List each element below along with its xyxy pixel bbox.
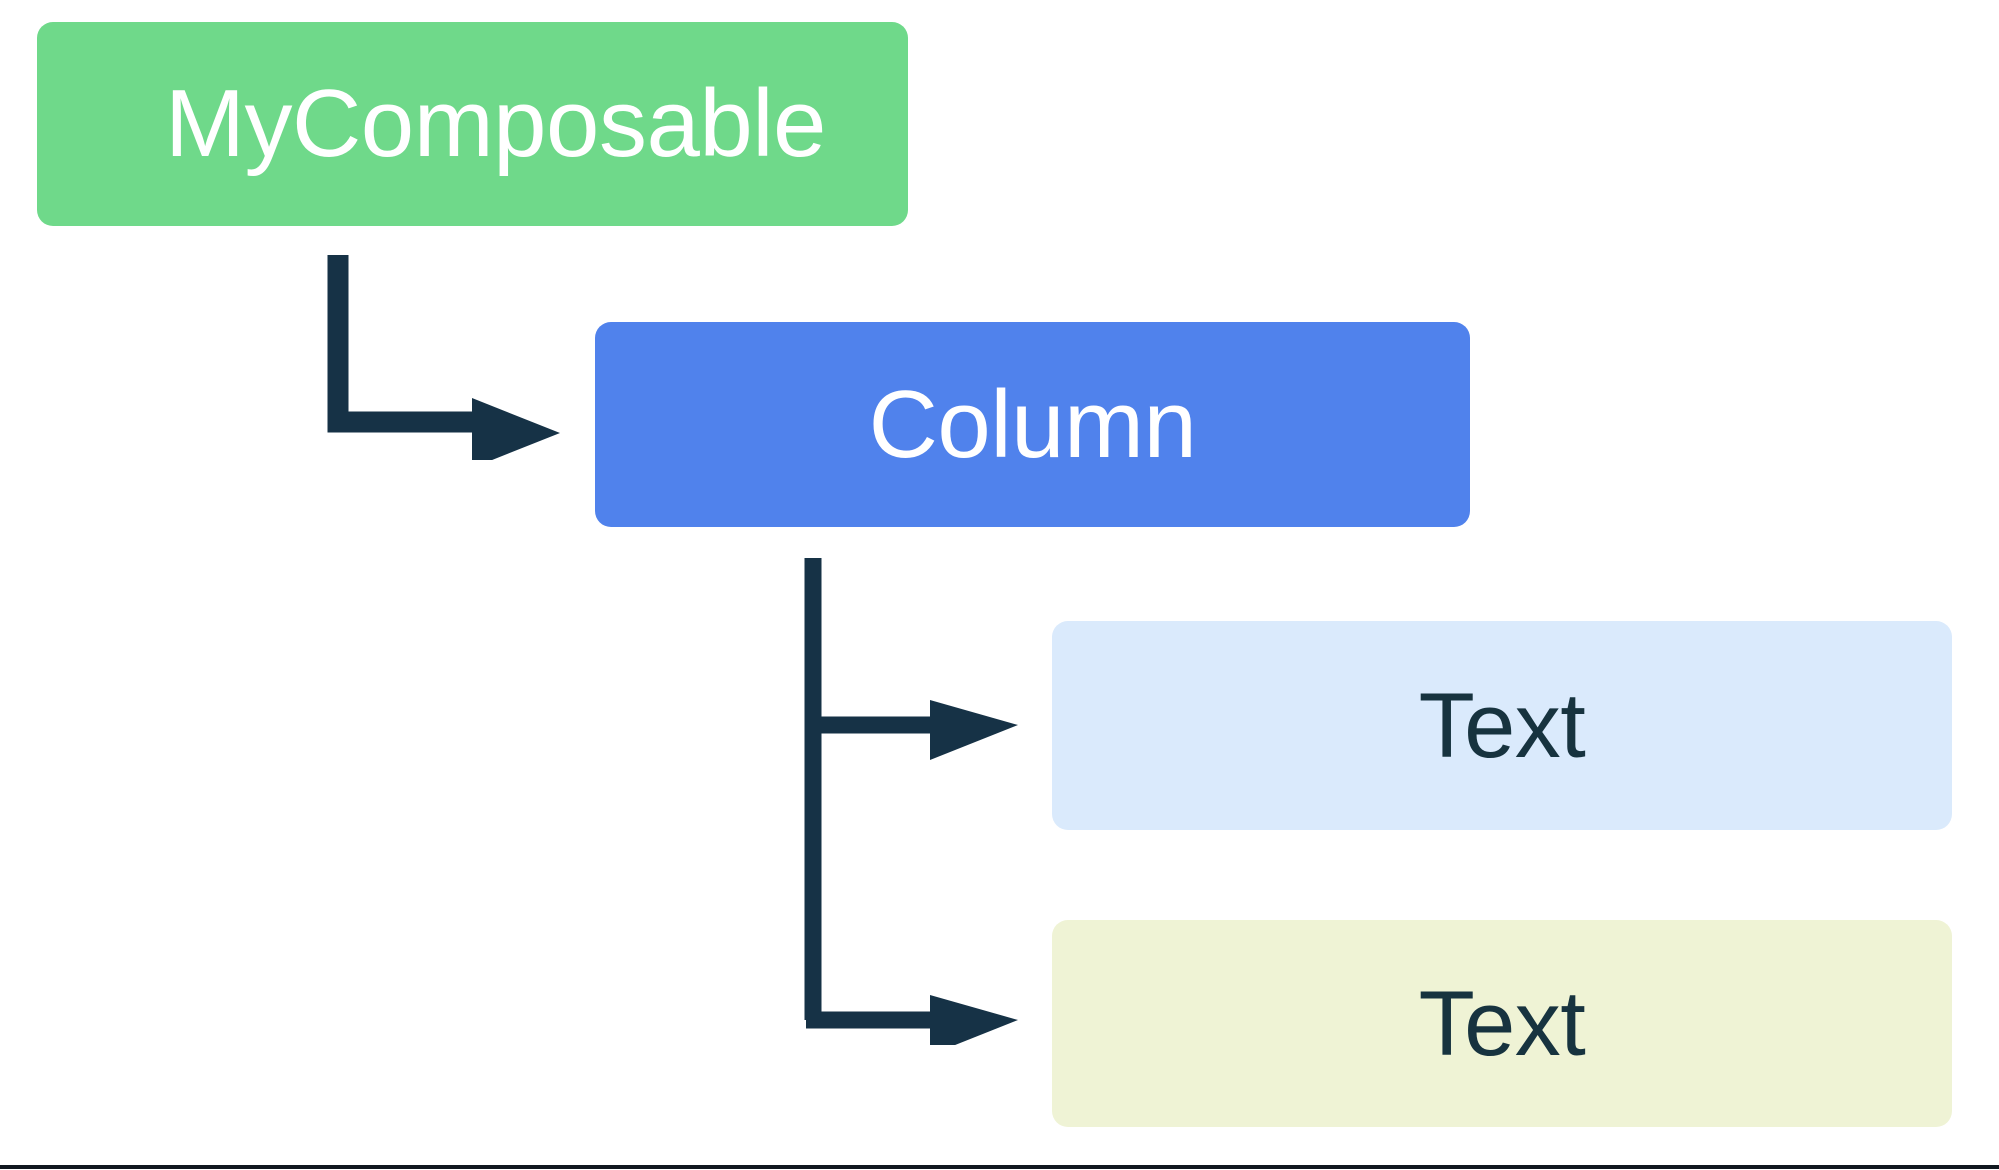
edge-root-to-column-arrow: [327, 255, 560, 460]
node-text-1-label: Text: [1418, 674, 1586, 777]
node-column-label: Column: [868, 370, 1197, 478]
edge-column-to-texts-arrows: [804, 558, 1018, 1045]
node-column[interactable]: Column: [595, 322, 1470, 527]
node-text-2[interactable]: Text: [1052, 920, 1952, 1127]
node-mycomposable[interactable]: MyComposable: [37, 22, 908, 226]
node-mycomposable-label: MyComposable: [165, 70, 826, 177]
node-text-1[interactable]: Text: [1052, 621, 1952, 830]
bottom-divider: [0, 1165, 1999, 1169]
node-text-2-label: Text: [1418, 972, 1586, 1075]
